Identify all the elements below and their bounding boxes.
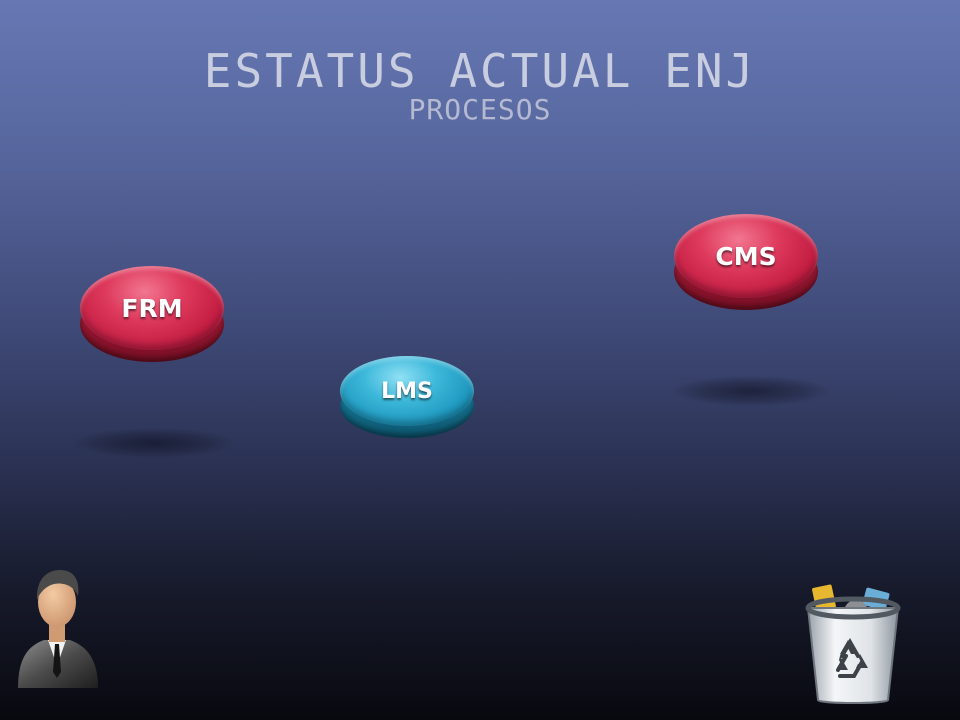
cms-button-label: CMS: [715, 241, 777, 271]
frm-button-label: FRM: [121, 293, 183, 323]
lms-button[interactable]: LMS: [340, 354, 474, 440]
slide-subtitle: PROCESOS: [408, 93, 552, 126]
frm-button[interactable]: FRM: [80, 264, 224, 364]
recycle-bin-icon[interactable]: [800, 584, 906, 706]
cms-button-face: CMS: [674, 214, 818, 298]
frm-button-face: FRM: [80, 266, 224, 350]
slide-title: ESTATUS ACTUAL ENJ: [203, 44, 757, 98]
cms-button-shadow: [672, 376, 830, 406]
frm-button-shadow: [74, 428, 234, 458]
cms-button[interactable]: CMS: [674, 212, 818, 312]
lms-button-label: LMS: [381, 378, 433, 404]
businessman-icon[interactable]: [14, 566, 100, 690]
lms-button-face: LMS: [340, 356, 474, 426]
